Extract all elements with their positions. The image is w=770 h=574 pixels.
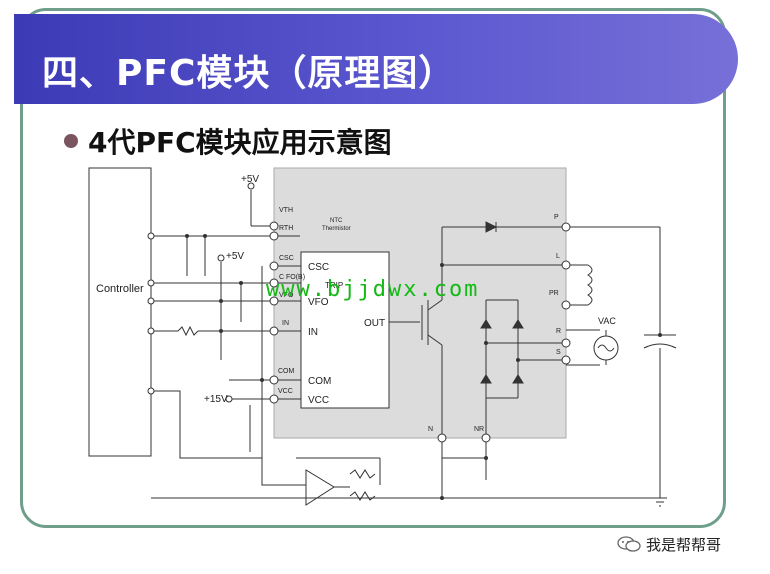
ac-source-label: VAC	[598, 316, 616, 326]
bullet-icon	[64, 134, 78, 148]
ic-pin-csc: CSC	[308, 262, 329, 273]
pin-label-pr: PR	[549, 290, 559, 297]
watermark-text: www.bjjdwx.com	[266, 277, 480, 302]
thermistor-label-2: Thermistor	[322, 226, 351, 232]
slide-title: 四、PFC模块（原理图）	[42, 53, 456, 94]
ic-pin-trip: TRIP	[325, 281, 343, 290]
title-bar: 四、PFC模块（原理图）	[14, 14, 738, 104]
pin-label-l: L	[556, 253, 560, 260]
controller-label: Controller	[96, 283, 144, 295]
pin-label-p: P	[554, 214, 559, 221]
pin-label-rth: RTH	[279, 225, 293, 232]
supply-top-label: +5V	[241, 174, 259, 185]
driver-ic-box	[300, 251, 390, 409]
pin-label-com: COM	[278, 368, 295, 375]
ic-pin-out: OUT	[364, 318, 385, 329]
pin-label-cfo: C FO(B)	[279, 274, 305, 281]
pin-label-csc: CSC	[279, 255, 294, 262]
ic-pin-com: COM	[308, 376, 331, 387]
pin-label-r: R	[556, 328, 561, 335]
supply-mid-label: +5V	[226, 251, 244, 262]
ic-pin-in: IN	[308, 327, 318, 338]
pin-label-n: N	[428, 426, 433, 433]
pin-label-s: S	[556, 349, 561, 356]
pin-label-in: IN	[282, 320, 289, 327]
pin-label-vfo: VFO	[279, 292, 294, 299]
ic-pin-vfo: VFO	[308, 297, 329, 308]
slide-subtitle: 4代PFC模块应用示意图	[88, 126, 392, 159]
wechat-icon	[617, 536, 641, 552]
footer-account: 我是帮帮哥	[646, 536, 722, 554]
footer: 我是帮帮哥	[616, 534, 721, 555]
thermistor-label-1: NTC	[330, 218, 343, 224]
pin-label-vcc: VCC	[278, 388, 293, 395]
pin-label-vth: VTH	[279, 207, 293, 214]
supply-15-label: +15V	[204, 394, 228, 405]
ic-pin-vcc: VCC	[308, 395, 329, 406]
controller-box	[88, 167, 152, 457]
pin-label-nr: NR	[474, 426, 484, 433]
